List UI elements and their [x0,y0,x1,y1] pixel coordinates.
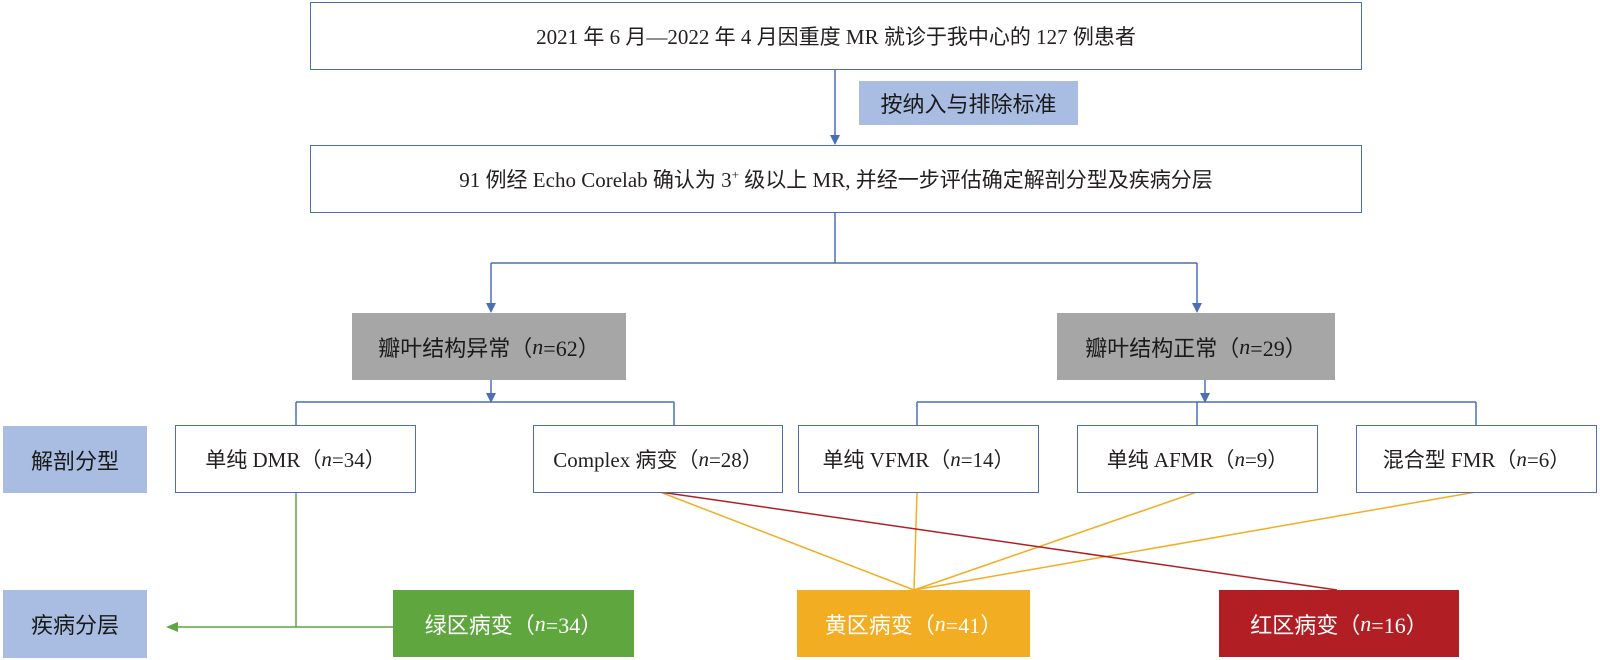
yellow-line-vfmr [913,491,918,591]
yellow-line-complex [659,491,915,591]
superscript-plus: + [731,167,740,182]
zone-green: 绿区病变（n=34） [393,590,634,657]
criteria-tag: 按纳入与排除标准 [859,81,1078,125]
zone-yellow: 黄区病变（n=41） [797,590,1030,657]
anatomy-type-afmr: 单纯 AFMR（n=9） [1077,425,1318,493]
criteria-text: 按纳入与排除标准 [880,92,1057,117]
row-label-stratification: 疾病分层 [3,590,147,658]
anatomy-type-dmr: 单纯 DMR（n=34） [175,425,416,493]
row-label-anatomy: 解剖分型 [3,426,147,493]
anatomy-type-complex: Complex 病变（n=28） [533,425,783,493]
abnormal-leaflet-box: 瓣叶结构异常（n=62） [352,313,626,380]
confirm-box: 91 例经 Echo Corelab 确认为 3+ 级以上 MR, 并经一步评估… [310,145,1362,213]
confirm-text: 91 例经 Echo Corelab 确认为 3+ 级以上 MR, 并经一步评估… [459,167,1213,192]
cohort-text: 2021 年 6 月—2022 年 4 月因重度 MR 就诊于我中心的 127 … [536,25,1136,49]
red-line-complex [659,491,1338,591]
anatomy-type-mixed-fmr: 混合型 FMR（n=6） [1356,425,1597,493]
zone-red: 红区病变（n=16） [1219,590,1459,657]
cohort-box: 2021 年 6 月—2022 年 4 月因重度 MR 就诊于我中心的 127 … [310,2,1362,70]
normal-leaflet-box: 瓣叶结构正常（n=29） [1057,313,1335,380]
yellow-line-mixed [913,491,1477,591]
yellow-line-afmr [913,491,1198,591]
anatomy-type-vfmr: 单纯 VFMR（n=14） [798,425,1039,493]
